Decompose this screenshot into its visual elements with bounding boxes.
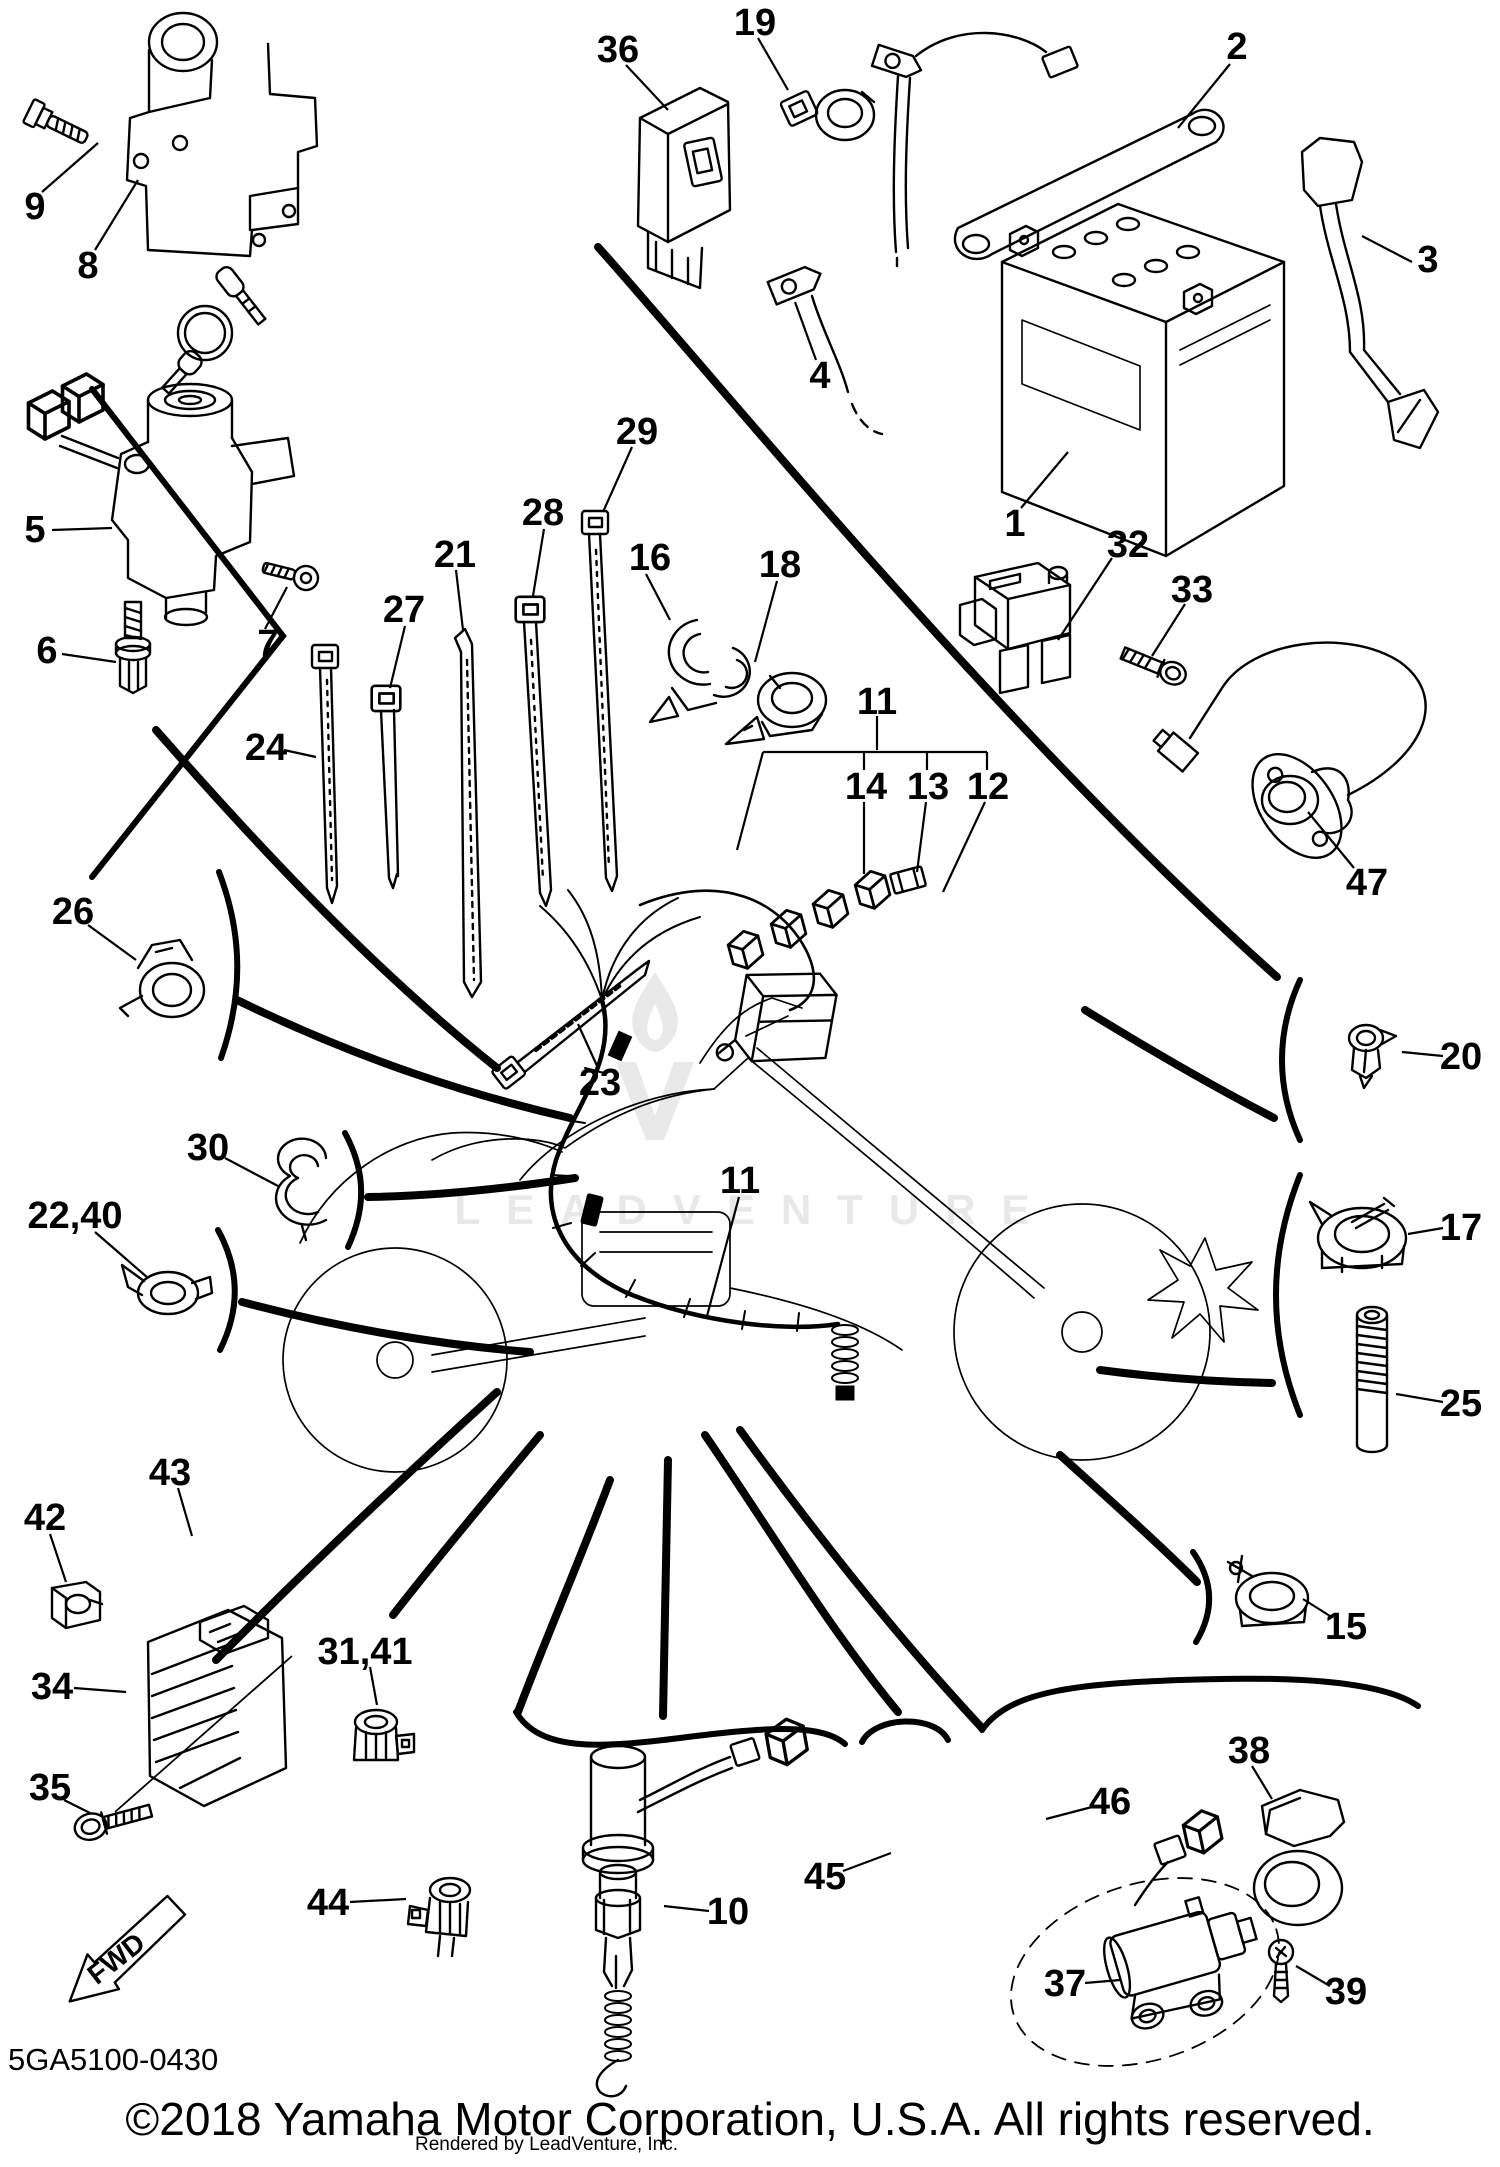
group-brackets <box>89 386 1421 1748</box>
part-label-16: 16 <box>628 537 672 579</box>
part-label-2: 2 <box>1226 26 1248 68</box>
part-25-stud-drawing <box>1355 1305 1389 1454</box>
part-label-42: 42 <box>23 1497 67 1539</box>
part-label-8: 8 <box>77 245 99 287</box>
part-label-46: 46 <box>1088 1781 1132 1823</box>
part-label-11: 11 <box>856 681 898 723</box>
part-18-clamp-drawing <box>724 671 828 746</box>
part-label-44: 44 <box>306 1882 350 1924</box>
part-34-rectifier-drawing <box>146 1604 288 1808</box>
part-19-terminal-clamp-drawing <box>779 88 876 142</box>
watermark-logo-icon <box>616 972 694 1140</box>
fwd-arrow: FWD <box>68 1894 187 2003</box>
part-label-18: 18 <box>758 544 802 586</box>
part-24-cable-tie-drawing <box>310 643 340 905</box>
part-9-bolt-drawing <box>22 98 89 144</box>
part-29-cable-tie-drawing <box>580 509 619 893</box>
part-4-battery-lead-drawing <box>766 31 1079 436</box>
part-label-47: 47 <box>1345 862 1389 904</box>
part-2-battery-band-drawing <box>953 108 1225 260</box>
part-label-31-41: 31,41 <box>317 1631 413 1673</box>
part-30-clip-drawing <box>274 1137 328 1242</box>
part-label-23: 23 <box>578 1062 622 1104</box>
part-label-30: 30 <box>186 1127 230 1169</box>
part-44-clip-drawing <box>406 1876 472 1958</box>
copyright-text: ©2018 Yamaha Motor Corporation, U.S.A. A… <box>125 2093 1375 2145</box>
part-label-12: 12 <box>966 766 1010 808</box>
part-42-clip-drawing <box>50 1580 104 1630</box>
part-26-clamp-drawing <box>118 938 206 1019</box>
part-11-wire-harness-drawing <box>539 889 859 1401</box>
part-label-4: 4 <box>809 355 831 397</box>
part-6-bolt-drawing <box>114 600 152 695</box>
part-label-45: 45 <box>803 1856 847 1898</box>
part-label-10: 10 <box>706 1891 750 1933</box>
part-label-15: 15 <box>1324 1606 1368 1648</box>
part-17-clamp-drawing <box>1308 1196 1408 1274</box>
part-7-screw-drawing <box>261 561 320 592</box>
part-label-9: 9 <box>24 186 46 228</box>
fuse-and-connector-drawings <box>724 865 927 974</box>
part-35-bolt-drawing <box>73 1803 154 1842</box>
part-label-33: 33 <box>1170 569 1214 611</box>
part-38-grommet-drawing <box>1252 1788 1346 1927</box>
part-27-band-drawing <box>370 684 402 890</box>
part-39-screw-drawing <box>1267 1938 1295 2004</box>
part-label-6: 6 <box>36 630 58 672</box>
part-33-bolt-drawing <box>1119 646 1187 686</box>
part-label-39: 39 <box>1324 1971 1368 2013</box>
cdi-unit-drawing <box>715 972 838 1063</box>
part-8-bracket-drawing <box>125 11 319 258</box>
part-37-tilt-sensor-drawing <box>1010 1806 1280 2067</box>
part-20-clip-drawing <box>1347 1023 1398 1090</box>
part-label-38: 38 <box>1227 1730 1271 1772</box>
part-label-25: 25 <box>1439 1383 1483 1425</box>
part-label-1: 1 <box>1004 503 1026 545</box>
part-label-7: 7 <box>257 623 279 665</box>
part-label-19: 19 <box>733 2 777 44</box>
part-28-cable-tie-drawing <box>514 595 553 908</box>
part-label-21: 21 <box>433 534 477 576</box>
part-31-41-clip-drawing <box>352 1708 416 1762</box>
motorcycle-outline-drawing <box>282 997 1259 1473</box>
part-label-5: 5 <box>24 509 46 551</box>
part-label-14: 14 <box>844 766 888 808</box>
leader-lines <box>41 37 1444 1987</box>
part-36-relay-drawing <box>636 86 732 290</box>
part-label-32: 32 <box>1106 524 1150 566</box>
part-label-11: 11 <box>719 1160 761 1202</box>
part-32-starter-relay-drawing <box>958 561 1072 695</box>
part-label-29: 29 <box>615 411 659 453</box>
part-label-3: 3 <box>1417 239 1439 281</box>
part-label-35: 35 <box>28 1767 72 1809</box>
part-label-28: 28 <box>521 492 565 534</box>
part-5-main-switch-drawing <box>26 266 296 627</box>
part-label-17: 17 <box>1439 1207 1483 1249</box>
part-label-43: 43 <box>148 1452 192 1494</box>
part-label-34: 34 <box>30 1666 74 1708</box>
rendered-by-text: Rendered by LeadVenture, Inc. <box>415 2134 679 2155</box>
part-label-37: 37 <box>1043 1963 1087 2005</box>
part-label-20: 20 <box>1439 1036 1483 1078</box>
part-label-26: 26 <box>51 891 95 933</box>
part-label-27: 27 <box>382 589 426 631</box>
leader-spokes <box>152 243 1281 1732</box>
part-label-36: 36 <box>596 29 640 71</box>
part-21-plate-drawing <box>453 627 483 999</box>
diagram-code: 5GA5100-0430 <box>8 2042 219 2077</box>
part-23-cable-tie-drawing <box>490 959 651 1091</box>
part-label-22-40: 22,40 <box>27 1195 123 1237</box>
part-22-40-clamp-drawing <box>120 1263 214 1316</box>
part-3-battery-cable-drawing <box>1300 136 1440 450</box>
part-16-clamp-drawing <box>648 618 751 724</box>
part-47-socket-drawing <box>1152 641 1427 860</box>
part-label-13: 13 <box>906 766 950 808</box>
part-15-clamp-drawing <box>1226 1554 1310 1628</box>
part-label-24: 24 <box>244 727 288 769</box>
part-1-battery-drawing <box>1000 202 1286 558</box>
part-10-sidestand-switch-drawing <box>581 1714 811 2098</box>
